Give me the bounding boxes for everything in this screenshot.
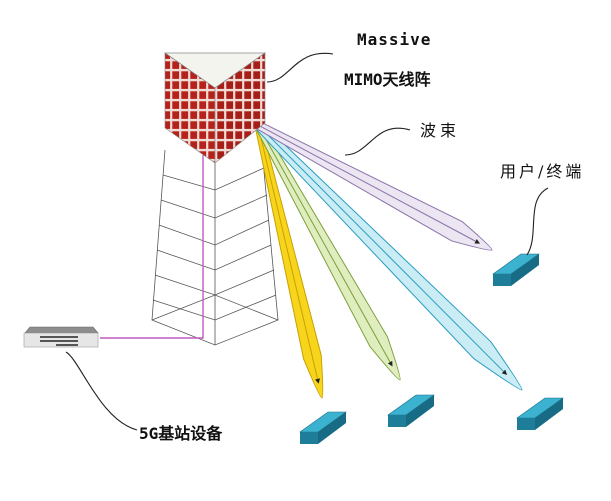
antenna-label-line2: MIMO天线阵 [344,70,431,89]
green-beam-arrow-icon [387,360,393,367]
user-terminal-label: 用户/终端 [500,162,585,181]
base-station-label: 5G基站设备 [139,424,223,443]
base-station-device [23,326,99,348]
violet-beam-axis [257,124,476,242]
beams-group [254,120,523,399]
terminal-side [535,398,563,430]
terminal-front [493,274,511,286]
terminal-side [318,412,346,444]
antenna-callout [266,52,334,83]
terminal-side [511,254,539,286]
antenna-array [163,52,267,164]
feed-line [100,155,204,339]
antenna-right-face [214,52,266,164]
beam-label: 波束 [420,121,461,140]
beam-callout [344,127,411,156]
user-terminal-4 [492,253,540,286]
user-terminal-1 [299,411,347,444]
terminal-front [388,415,406,427]
yellow-beam-axis [257,124,319,380]
yellow-beam-arrow-icon [315,378,320,384]
green-beam-axis [257,124,391,363]
tower [151,149,279,346]
terminal-callout [526,187,549,256]
user-terminal-3 [516,397,564,430]
terminal-front [517,418,535,430]
terminal-front [300,432,318,444]
violet-beam-arrow-icon [474,239,481,244]
cyan-beam-arrow-icon [501,369,508,375]
terminal-side [406,395,434,427]
terminals-group [299,253,564,444]
user-terminal-2 [387,394,435,427]
cyan-beam-axis [257,124,504,372]
callouts [65,52,549,431]
antenna-label-line1: Massive [357,30,432,49]
base-station-callout [65,351,138,431]
